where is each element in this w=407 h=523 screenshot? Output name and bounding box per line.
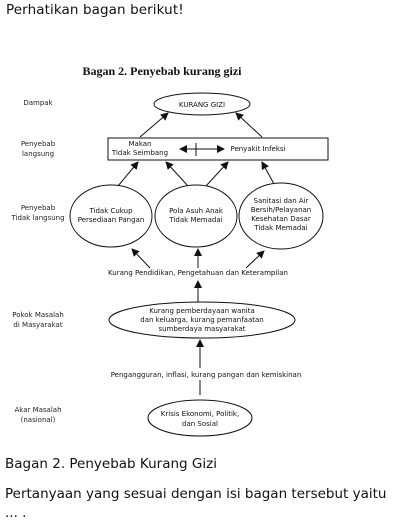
node-pangan	[69, 184, 153, 248]
level-dampak: Dampak	[23, 99, 53, 107]
node-sanitasi-line1: Sanitasi dan Air	[254, 197, 309, 205]
cause-diagram: Bagan 2. Penyebab kurang gizi Dampak Pen…	[10, 64, 329, 437]
node-krisis-line1: Krisis Ekonomi, Politik,	[161, 410, 239, 418]
node-pola-asuh	[154, 184, 238, 248]
node-pokok-line3: sumberdaya masyarakat	[158, 325, 245, 333]
node-makan-line1: Makan	[129, 140, 152, 148]
node-pokok-line1: Kurang pemberdayaan wanita	[149, 307, 255, 315]
level-langsung-line2: langsung	[22, 150, 54, 158]
level-langsung-line1: Penyebab	[21, 140, 56, 148]
level-labels: Dampak Penyebab langsung Penyebab Tidak …	[10, 99, 64, 424]
node-pokok-line2: dan keluarga, kurang pemanfaatan	[140, 316, 263, 324]
node-pokok-masalah	[108, 301, 296, 339]
intro-text: Perhatikan bagan berikut!	[6, 2, 184, 18]
arrow-pangan-to-makan	[117, 161, 139, 187]
pengangguran-label-bg	[110, 368, 300, 380]
level-tidak-langsung-line2: Tidak langsung	[10, 214, 64, 222]
level-pokok-line1: Pokok Masalah	[12, 311, 64, 319]
node-kurang-gizi	[153, 92, 251, 116]
node-makan-line2: Tidak Seimbang	[111, 149, 168, 157]
level-tidak-langsung-line1: Penyebab	[21, 204, 56, 212]
node-krisis	[147, 399, 253, 437]
node-kurang-gizi-label: KURANG GIZI	[179, 101, 225, 109]
arrow-asuh-to-infeksi	[205, 161, 229, 187]
node-pola-asuh-line2: Tidak Memadai	[168, 216, 222, 224]
arrow-pendidikan-to-sanitasi	[245, 250, 265, 269]
diagram-title: Bagan 2. Penyebab kurang gizi	[82, 64, 242, 78]
arrow-infeksi-to-gizi	[235, 112, 263, 138]
node-infeksi: Penyakit Infeksi	[230, 145, 285, 153]
node-pengangguran: Pengangguran, inflasi, kurang pangan dan…	[111, 371, 302, 379]
level-akar-line1: Akar Masalah	[14, 406, 61, 414]
node-pendidikan: Kurang Pendidikan, Pengetahuan dan Keter…	[108, 269, 288, 277]
arrow-sanitasi-to-infeksi	[261, 161, 275, 185]
arrow-pendidikan-to-pangan	[131, 248, 151, 269]
node-sanitasi-line2: Bersih/Pelayanan	[251, 206, 311, 214]
node-krisis-line2: dan Sosial	[182, 420, 218, 428]
node-sanitasi	[238, 182, 324, 250]
arrow-makan-to-gizi	[139, 112, 169, 138]
arrow-asuh-to-makan	[165, 161, 189, 187]
node-sanitasi-line4: Tidak Memadai	[253, 224, 307, 232]
node-pangan-line2: Persediaan Pangan	[78, 216, 145, 224]
level-pokok-line2: di Masyarakat	[13, 321, 62, 329]
figure-caption: Bagan 2. Penyebab Kurang Gizi	[5, 456, 217, 472]
node-pangan-line1: Tidak Cukup	[88, 207, 133, 215]
question-text: Pertanyaan yang sesuai dengan isi bagan …	[5, 486, 387, 521]
level-akar-line2: (nasional)	[21, 416, 56, 424]
node-pola-asuh-line1: Pola Asuh Anak	[169, 207, 224, 215]
node-sanitasi-line3: Kesehatan Dasar	[251, 215, 311, 223]
